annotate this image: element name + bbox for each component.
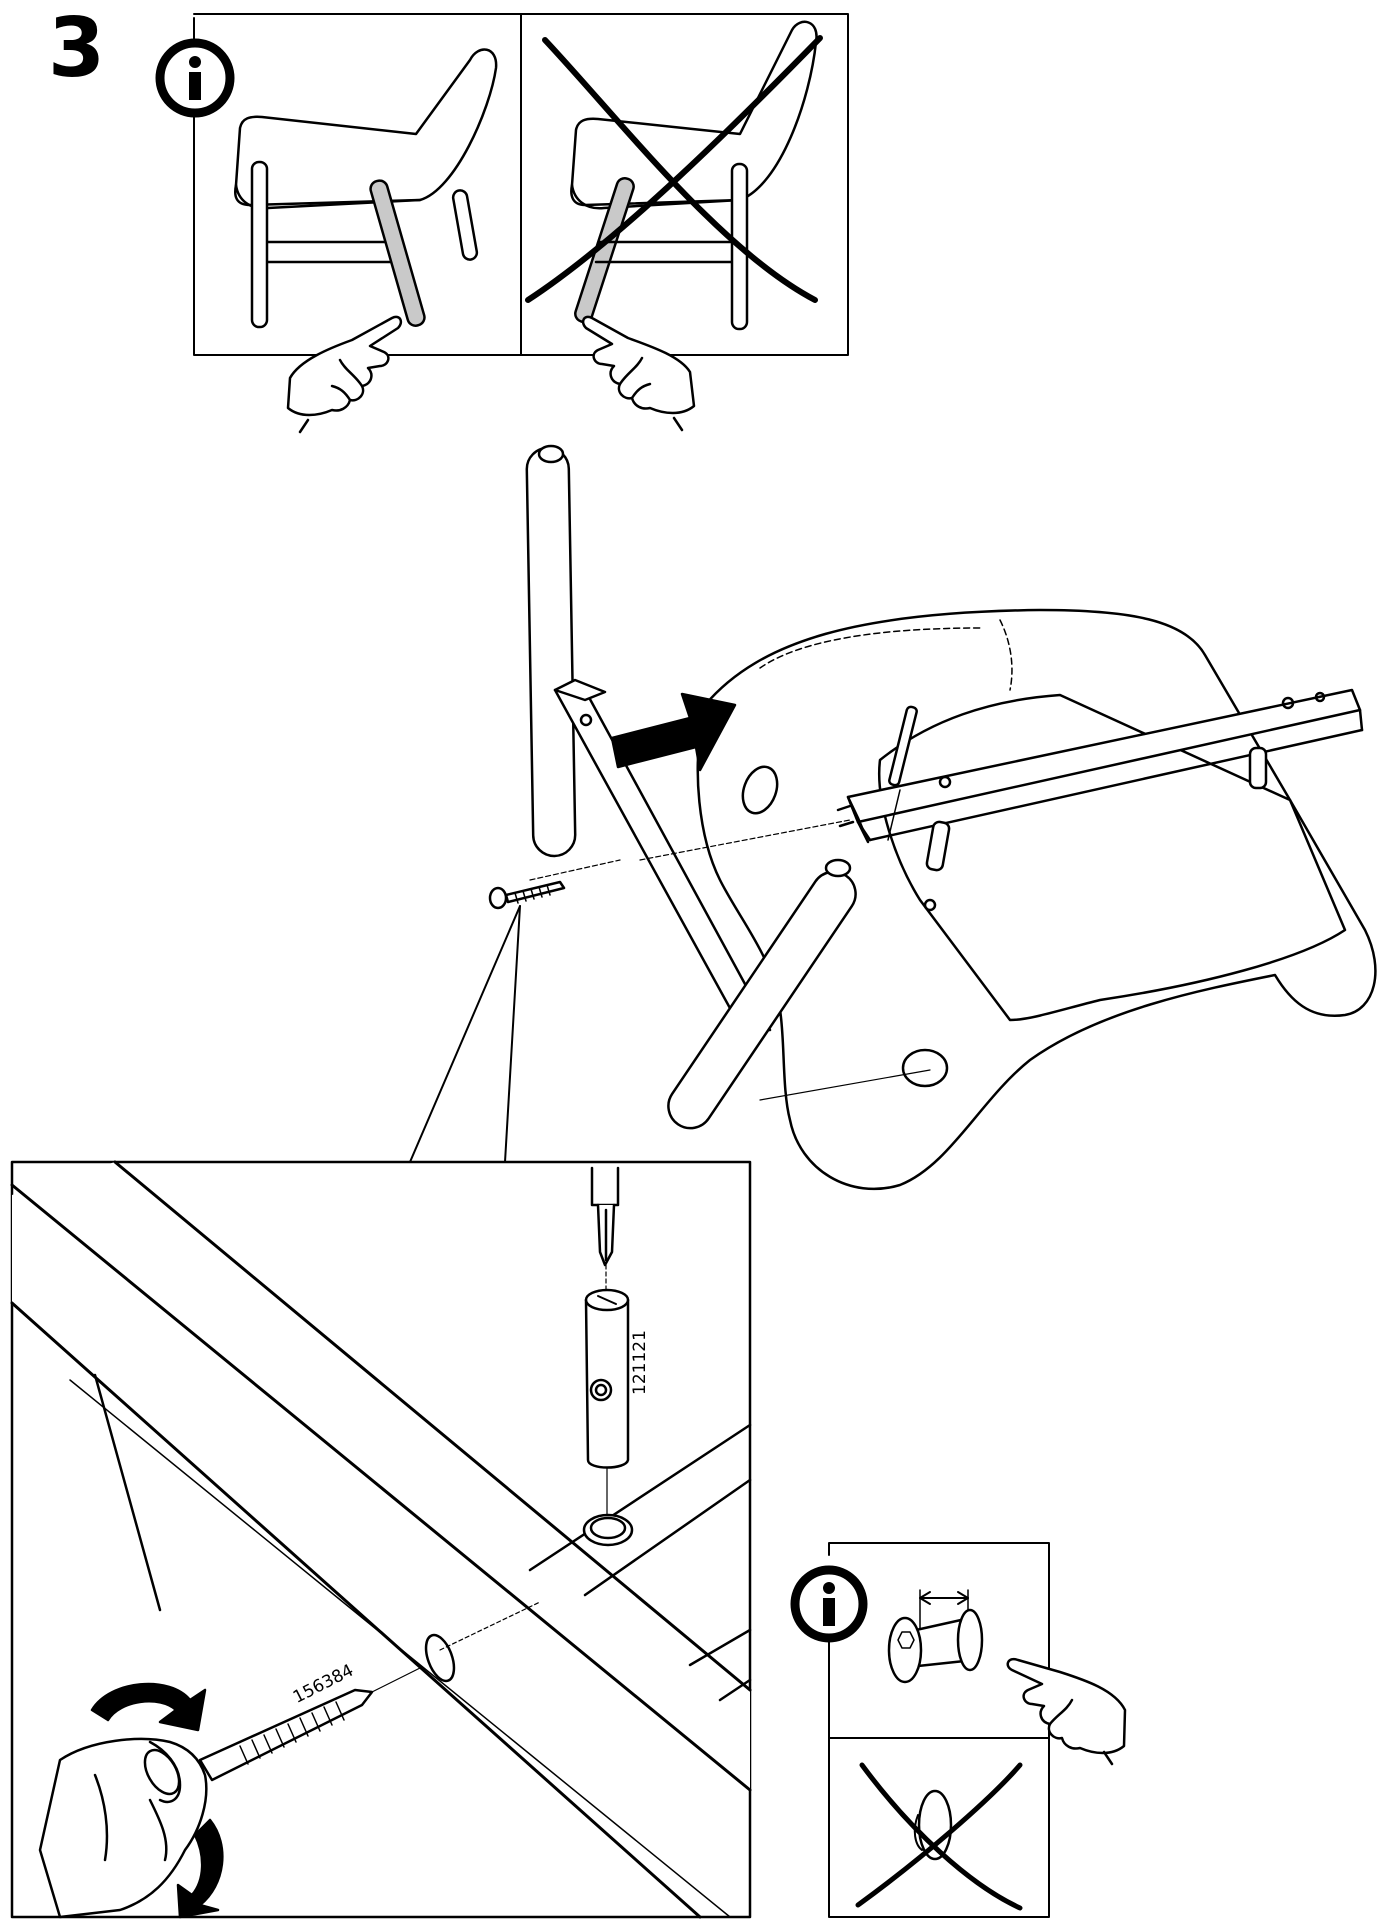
top-info-panel	[155, 13, 849, 434]
connector-bolt-121121	[582, 1166, 634, 1547]
screw-correct-illustration	[887, 1589, 984, 1684]
seat-hole	[741, 765, 779, 815]
pointing-hand-icon	[581, 315, 696, 432]
connector-pin	[887, 705, 918, 841]
cross-out-mark	[525, 35, 823, 303]
rear-rail	[836, 688, 1364, 844]
main-assembly	[488, 444, 1377, 1191]
step-number: 3	[48, 1, 106, 96]
top-panel-frame	[193, 13, 849, 356]
front-leg	[250, 160, 269, 329]
detail-callout	[10, 905, 752, 1919]
bottom-info-panel	[790, 1542, 1127, 1918]
screw-incorrect-illustration	[855, 1762, 1023, 1911]
chair-correct-illustration	[233, 48, 498, 329]
front-leg-assembly	[525, 444, 772, 1032]
info-icon	[155, 38, 235, 118]
hand-with-tool-illustration	[38, 1737, 208, 1919]
chair-incorrect-illustration	[525, 20, 823, 331]
push-arrow-icon	[610, 692, 737, 772]
cross-out-mark	[855, 1762, 1023, 1911]
pointing-hand-icon	[1006, 1657, 1127, 1766]
rear-leg	[667, 870, 857, 1130]
screw-156384-detail	[198, 1667, 421, 1782]
highlighted-leg	[369, 179, 426, 327]
pointing-hand-icon	[286, 315, 403, 434]
curved-arrow-icon	[90, 1682, 224, 1919]
screw-156384	[488, 880, 566, 910]
part-number-label-bolt: 121121	[630, 1330, 650, 1395]
seat-hole	[901, 1048, 949, 1088]
info-icon	[790, 1565, 868, 1643]
